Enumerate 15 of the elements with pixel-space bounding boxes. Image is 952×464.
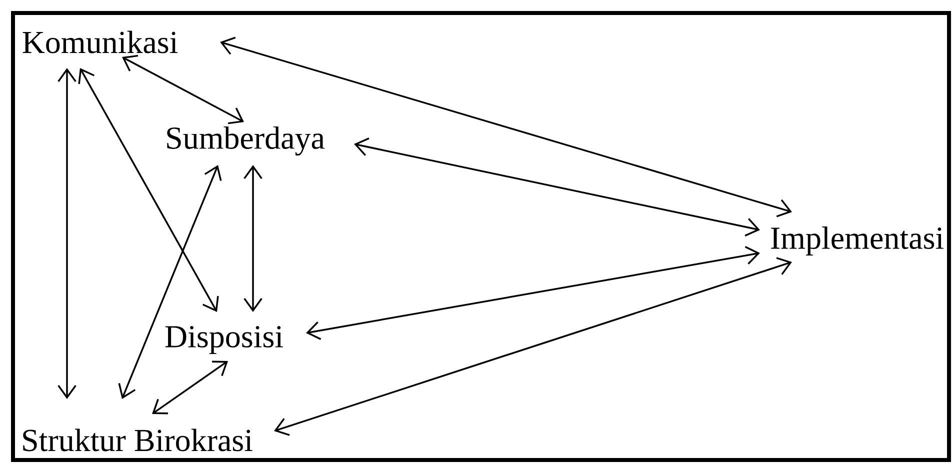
node-label: Implementasi (771, 226, 944, 256)
arrow (122, 54, 244, 124)
arrow (274, 257, 792, 436)
arrow (220, 36, 792, 218)
node-label: Sumberdaya (167, 126, 325, 156)
arrow (354, 138, 760, 236)
arrow (118, 165, 222, 399)
arrow (244, 165, 262, 312)
arrow (152, 360, 228, 414)
arrow (306, 246, 760, 340)
node-label: Struktur Birokrasi (23, 428, 252, 452)
node-label: Disposisi (165, 326, 283, 354)
arrow (78, 68, 219, 312)
node-label: Komunikasi (22, 30, 178, 54)
arrow (58, 68, 76, 399)
